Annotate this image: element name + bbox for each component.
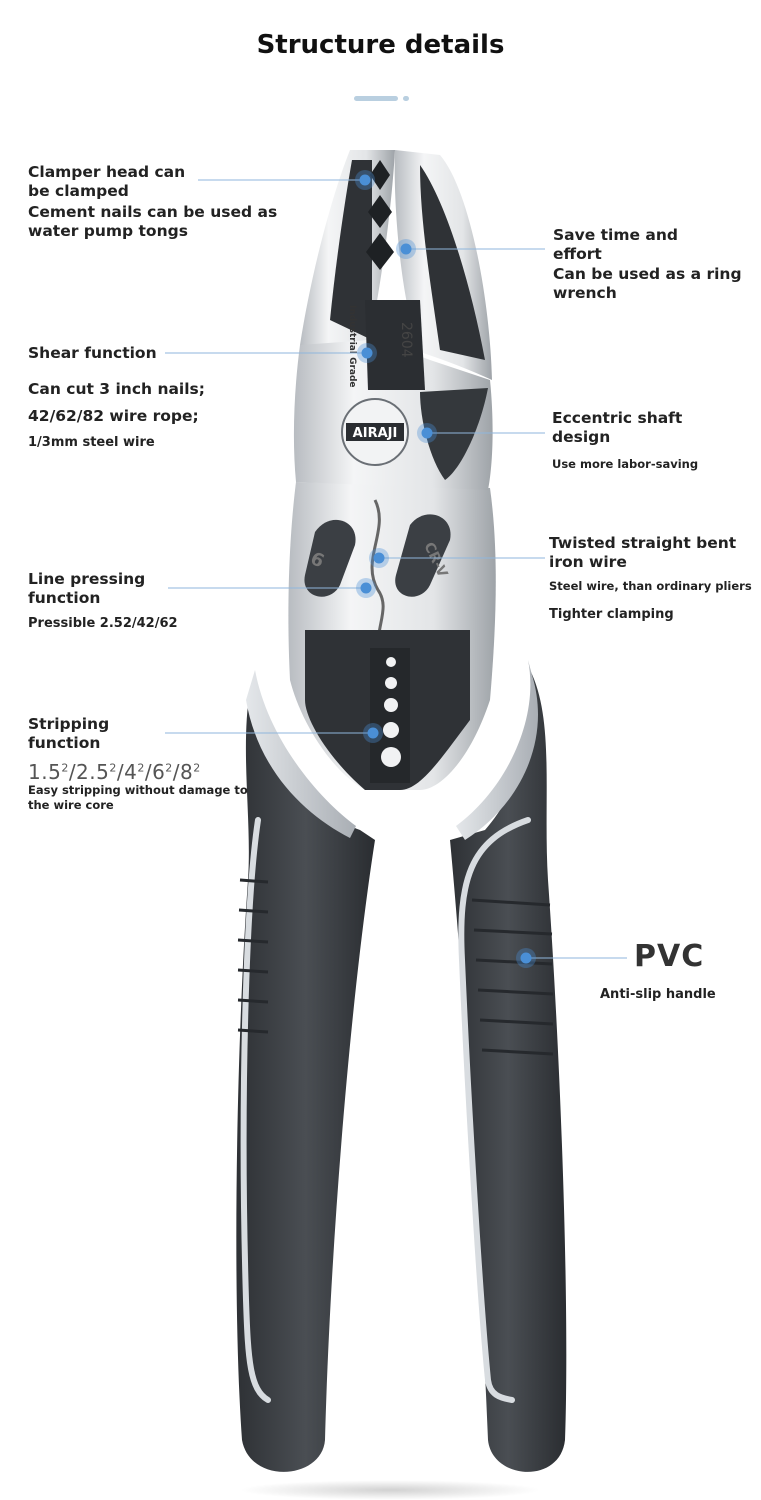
- shear-line2: 42/62/82 wire rope;: [28, 407, 199, 425]
- page-title: Structure details: [256, 30, 505, 60]
- pvc-desc: Anti-slip handle: [600, 987, 716, 1002]
- twisted-desc: Steel wire, than ordinary pliers: [549, 579, 752, 593]
- eccentric-title: Eccentric shaft design: [552, 409, 683, 446]
- pvc-title: PVC: [634, 939, 705, 974]
- model-engraving: 2604: [398, 322, 414, 358]
- title-underline-dot: [403, 96, 409, 101]
- clamper-title: Clamper head can be clamped: [28, 163, 186, 200]
- line-press-desc: Pressible 2.52/42/62: [28, 616, 178, 631]
- title-underline: [354, 96, 398, 101]
- save-time-desc: Can be used as a ring wrench: [553, 265, 742, 302]
- eccentric-desc: Use more labor-saving: [552, 457, 699, 471]
- line-press-title: Line pressing function: [28, 570, 146, 607]
- twisted-title: Twisted straight bent iron wire: [549, 534, 737, 571]
- shear-line3: 1/3mm steel wire: [28, 435, 155, 450]
- shear-line1: Can cut 3 inch nails;: [28, 380, 205, 398]
- grade-engraving: Industrial Grade: [347, 305, 357, 388]
- stripping-title: Stripping function: [28, 715, 110, 752]
- stripping-desc: Easy stripping without damage to the wir…: [28, 783, 248, 812]
- save-time-title: Save time and effort: [553, 226, 679, 263]
- shear-title: Shear function: [28, 344, 157, 362]
- twisted-desc2: Tighter clamping: [549, 607, 674, 622]
- stripping-sizes: 1.52/2.52/42/62/82: [28, 760, 201, 784]
- clamper-desc: Cement nails can be used as water pump t…: [28, 203, 278, 240]
- brand-logo-text: AIRAJI: [353, 426, 398, 441]
